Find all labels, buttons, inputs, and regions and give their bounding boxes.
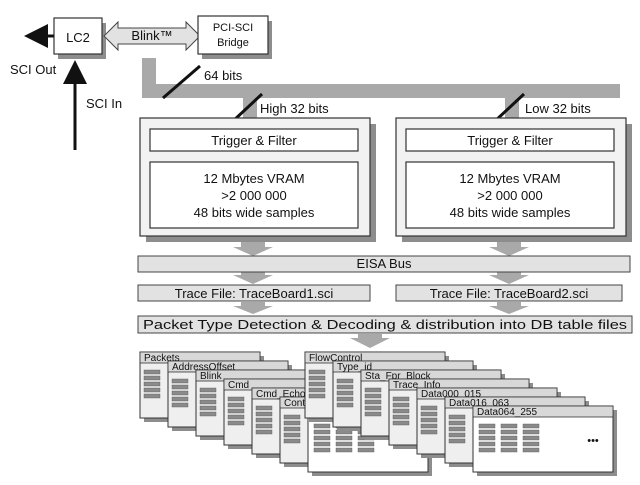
trigger-filter-label-1: Trigger & Filter xyxy=(211,133,297,148)
db-table-name: Type_id xyxy=(337,362,372,373)
low32-label: Low 32 bits xyxy=(525,101,591,116)
vram-line3-1: 48 bits wide samples xyxy=(194,205,315,220)
vram-box-1 xyxy=(149,161,359,229)
high32-label: High 32 bits xyxy=(260,101,329,116)
bits64-label: 64 bits xyxy=(204,68,243,83)
db-table-name: Packets xyxy=(144,353,180,364)
sci-in-label: SCI In xyxy=(86,96,122,111)
db-table-name: Trace_Info xyxy=(393,380,441,391)
packet-decoder: Packet Type Detection & Decoding & distr… xyxy=(137,315,633,334)
vram-line2-2: >2 000 000 xyxy=(477,188,542,203)
vram-line1-2: 12 Mbytes VRAM xyxy=(459,171,560,186)
decoder-label: Packet Type Detection & Decoding & distr… xyxy=(143,317,628,332)
eisa-bus-label: EISA Bus xyxy=(357,256,412,271)
trace-file-1: Trace File: TraceBoard1.sci xyxy=(137,284,371,302)
blink-label: Blink™ xyxy=(131,28,172,43)
lc2-node: LC2 xyxy=(53,17,106,59)
db-table-name: FlowControl xyxy=(309,353,362,364)
db-table-name: Control xyxy=(284,398,316,409)
blink-link: Blink™ xyxy=(103,20,201,52)
db-tables-right: FlowControlType_idSta_Fpr_BlockTrace_Inf… xyxy=(304,351,617,476)
bridge-label-line1: PCI-SCI xyxy=(213,22,253,34)
db-table-name: Sta_Fpr_Block xyxy=(365,371,432,382)
vram-box-2 xyxy=(405,161,615,229)
trace-file-label-2: Trace File: TraceBoard2.sci xyxy=(430,286,589,301)
trace-file-2: Trace File: TraceBoard2.sci xyxy=(395,284,623,302)
db-table-card: Data064_255 ••• xyxy=(472,405,617,476)
pci-sci-bridge-node: PCI-SCI Bridge xyxy=(197,15,272,59)
db-table-name: Data000_015 xyxy=(421,389,481,400)
trace-file-label-1: Trace File: TraceBoard1.sci xyxy=(175,286,334,301)
bus-64bit xyxy=(142,58,620,124)
vram-line1-1: 12 Mbytes VRAM xyxy=(203,171,304,186)
trigger-filter-box-1 xyxy=(149,128,359,152)
trigger-filter-label-2: Trigger & Filter xyxy=(467,133,553,148)
vram-line2-1: >2 000 000 xyxy=(221,188,286,203)
db-table-name: Data064_255 xyxy=(477,407,537,418)
capture-board-2: Trigger & Filter 12 Mbytes VRAM >2 000 0… xyxy=(395,117,632,242)
sci-out-label: SCI Out xyxy=(10,62,57,77)
capture-board-1: Trigger & Filter 12 Mbytes VRAM >2 000 0… xyxy=(139,117,376,242)
eisa-bus: EISA Bus xyxy=(137,255,631,273)
db-table-name: Cmd_Echo xyxy=(256,389,306,400)
db-table-name: AddressOffset xyxy=(172,362,235,373)
db-table-name: Data016_063 xyxy=(449,398,509,409)
bridge-label-line2: Bridge xyxy=(217,37,249,49)
db-table-name: Cmd xyxy=(228,380,249,391)
flow-arrows xyxy=(233,242,529,348)
ellipsis-label: ••• xyxy=(587,435,599,447)
lc2-label: LC2 xyxy=(66,30,90,45)
trigger-filter-box-2 xyxy=(405,128,615,152)
db-table-name: Blink xyxy=(200,371,223,382)
vram-line3-2: 48 bits wide samples xyxy=(450,205,571,220)
